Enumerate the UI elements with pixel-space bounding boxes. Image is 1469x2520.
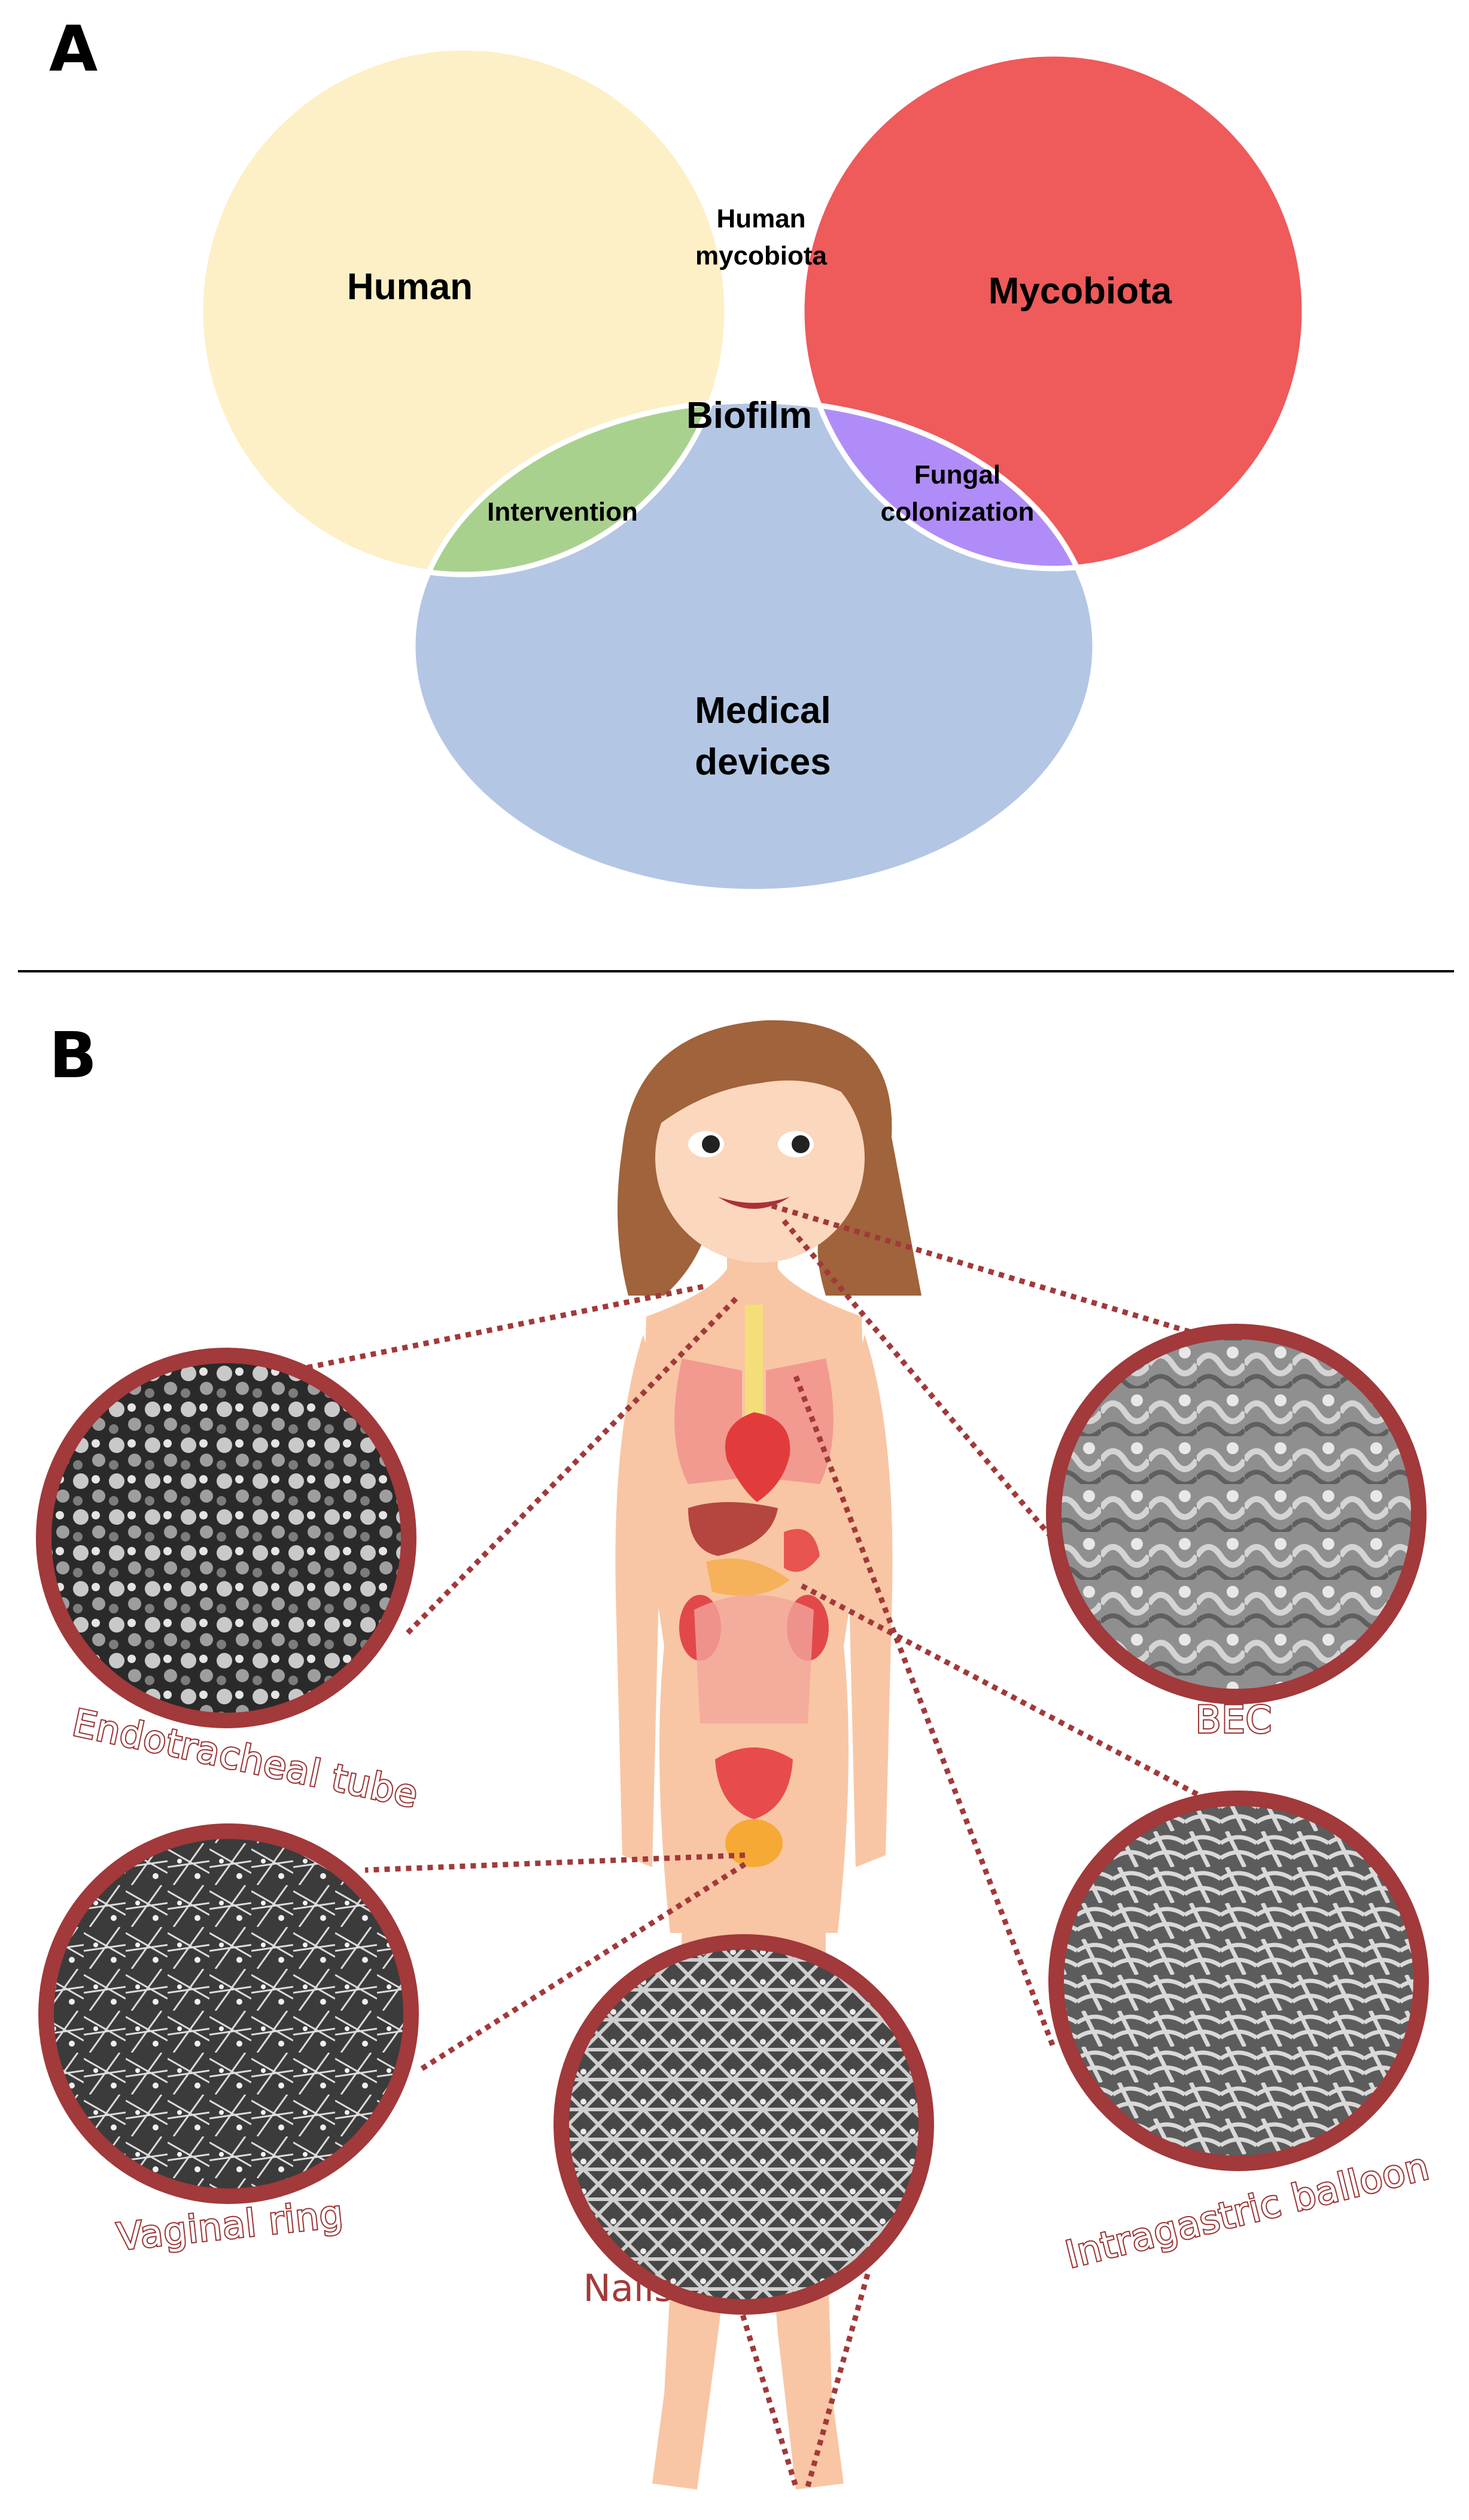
fungal-colonization-overlap [802, 401, 1095, 569]
panel-a: A Human Mycobiota Medical devices Human … [49, 13, 1307, 895]
nails-label: Nails [583, 2266, 673, 2310]
panel-a-letter: A [49, 13, 98, 86]
panel-b-letter: B [49, 1019, 97, 1092]
fungal-colonization-label-line2: colonization [881, 497, 1035, 527]
medical-devices-label-line2: devices [695, 741, 831, 783]
human-mycobiota-label-line2: mycobiota [695, 241, 828, 270]
fungal-colonization-label-line1: Fungal [914, 460, 1000, 490]
panel-b: B [36, 1019, 1435, 2489]
mycobiota-label: Mycobiota [989, 270, 1172, 312]
sem-endotracheal-tube [36, 1348, 416, 1728]
leader-lines [293, 1203, 1246, 2488]
intervention-overlap [413, 401, 727, 574]
human-mycobiota-label-line1: Human [716, 204, 805, 233]
bec-label: BEC [1196, 1698, 1272, 1741]
sem-nails [553, 1934, 934, 2315]
medical-devices-label-line1: Medical [695, 690, 831, 731]
intervention-label: Intervention [487, 497, 638, 527]
sem-bec [1046, 1324, 1427, 1704]
sem-vaginal-ring [38, 1823, 419, 2204]
human-label: Human [347, 266, 473, 308]
sem-intragastric-balloon [1048, 1791, 1429, 2171]
biofilm-label: Biofilm [686, 395, 812, 436]
